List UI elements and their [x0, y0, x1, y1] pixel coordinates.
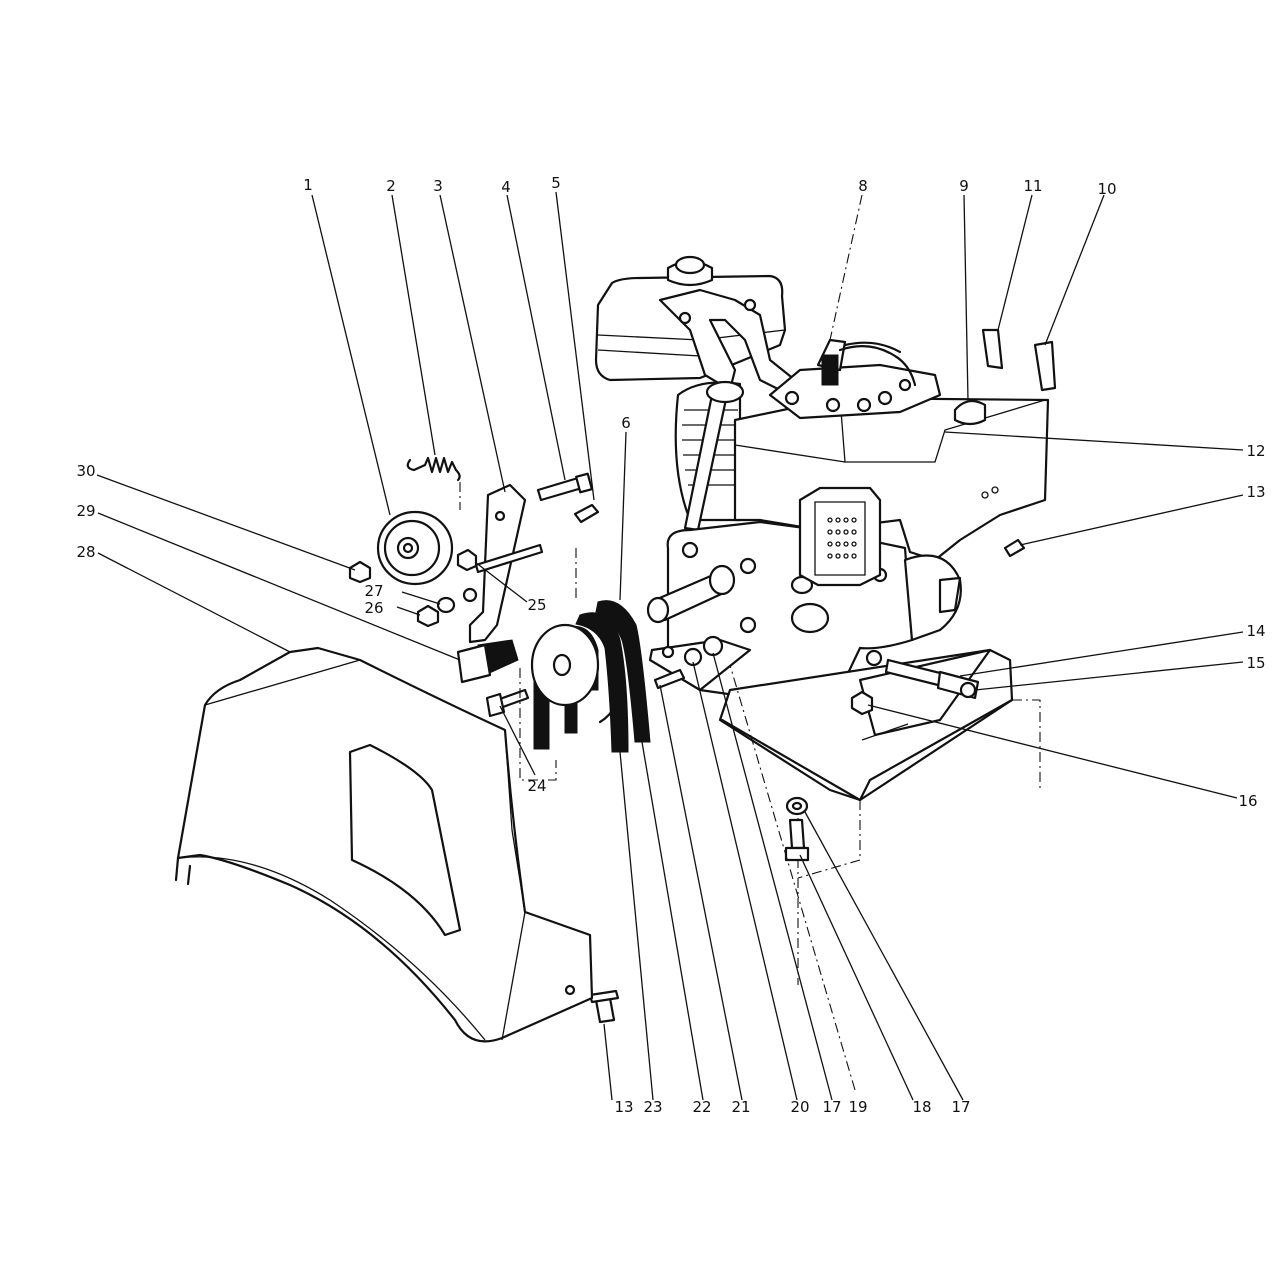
belt-cover: [174, 646, 594, 1043]
callout-1: 1: [303, 176, 313, 194]
callout-17-right: 17: [951, 1098, 970, 1116]
callout-9: 9: [959, 177, 969, 195]
callout-22: 22: [692, 1098, 711, 1116]
callout-14: 14: [1246, 622, 1265, 640]
callout-19: 19: [848, 1098, 867, 1116]
callout-18: 18: [912, 1098, 931, 1116]
callout-23: 23: [643, 1098, 662, 1116]
callout-6: 6: [621, 414, 631, 432]
callout-8: 8: [858, 177, 868, 195]
callout-30: 30: [76, 462, 95, 480]
callout-28: 28: [76, 543, 95, 561]
callout-12: 12: [1246, 442, 1265, 460]
callout-21: 21: [731, 1098, 750, 1116]
callout-27: 27: [364, 582, 383, 600]
callout-20: 20: [790, 1098, 809, 1116]
callout-2: 2: [386, 177, 396, 195]
callout-4: 4: [501, 178, 511, 196]
callout-16: 16: [1238, 792, 1257, 810]
leader-lines: [96, 191, 1244, 1101]
callout-29: 29: [76, 502, 95, 520]
engine-pulley-and-belts: [530, 600, 651, 753]
callout-11: 11: [1023, 177, 1042, 195]
callout-labels: 1 2 3 4 5 6 8 9 11 10 12 13 14 15 16 30 …: [76, 174, 1265, 1116]
callout-24: 24: [527, 777, 546, 795]
callout-15: 15: [1246, 654, 1265, 672]
callout-3: 3: [433, 177, 443, 195]
frame-plate: [648, 635, 1041, 985]
idler-assembly: [348, 456, 600, 781]
callout-10: 10: [1097, 180, 1116, 198]
callout-13-upper: 13: [1246, 483, 1265, 501]
callout-17-left: 17: [822, 1098, 841, 1116]
callout-26: 26: [364, 599, 383, 617]
callout-5: 5: [551, 174, 561, 192]
engine-assembly: [594, 255, 1050, 702]
callout-25: 25: [527, 596, 546, 614]
callout-13-lower: 13: [614, 1098, 633, 1116]
